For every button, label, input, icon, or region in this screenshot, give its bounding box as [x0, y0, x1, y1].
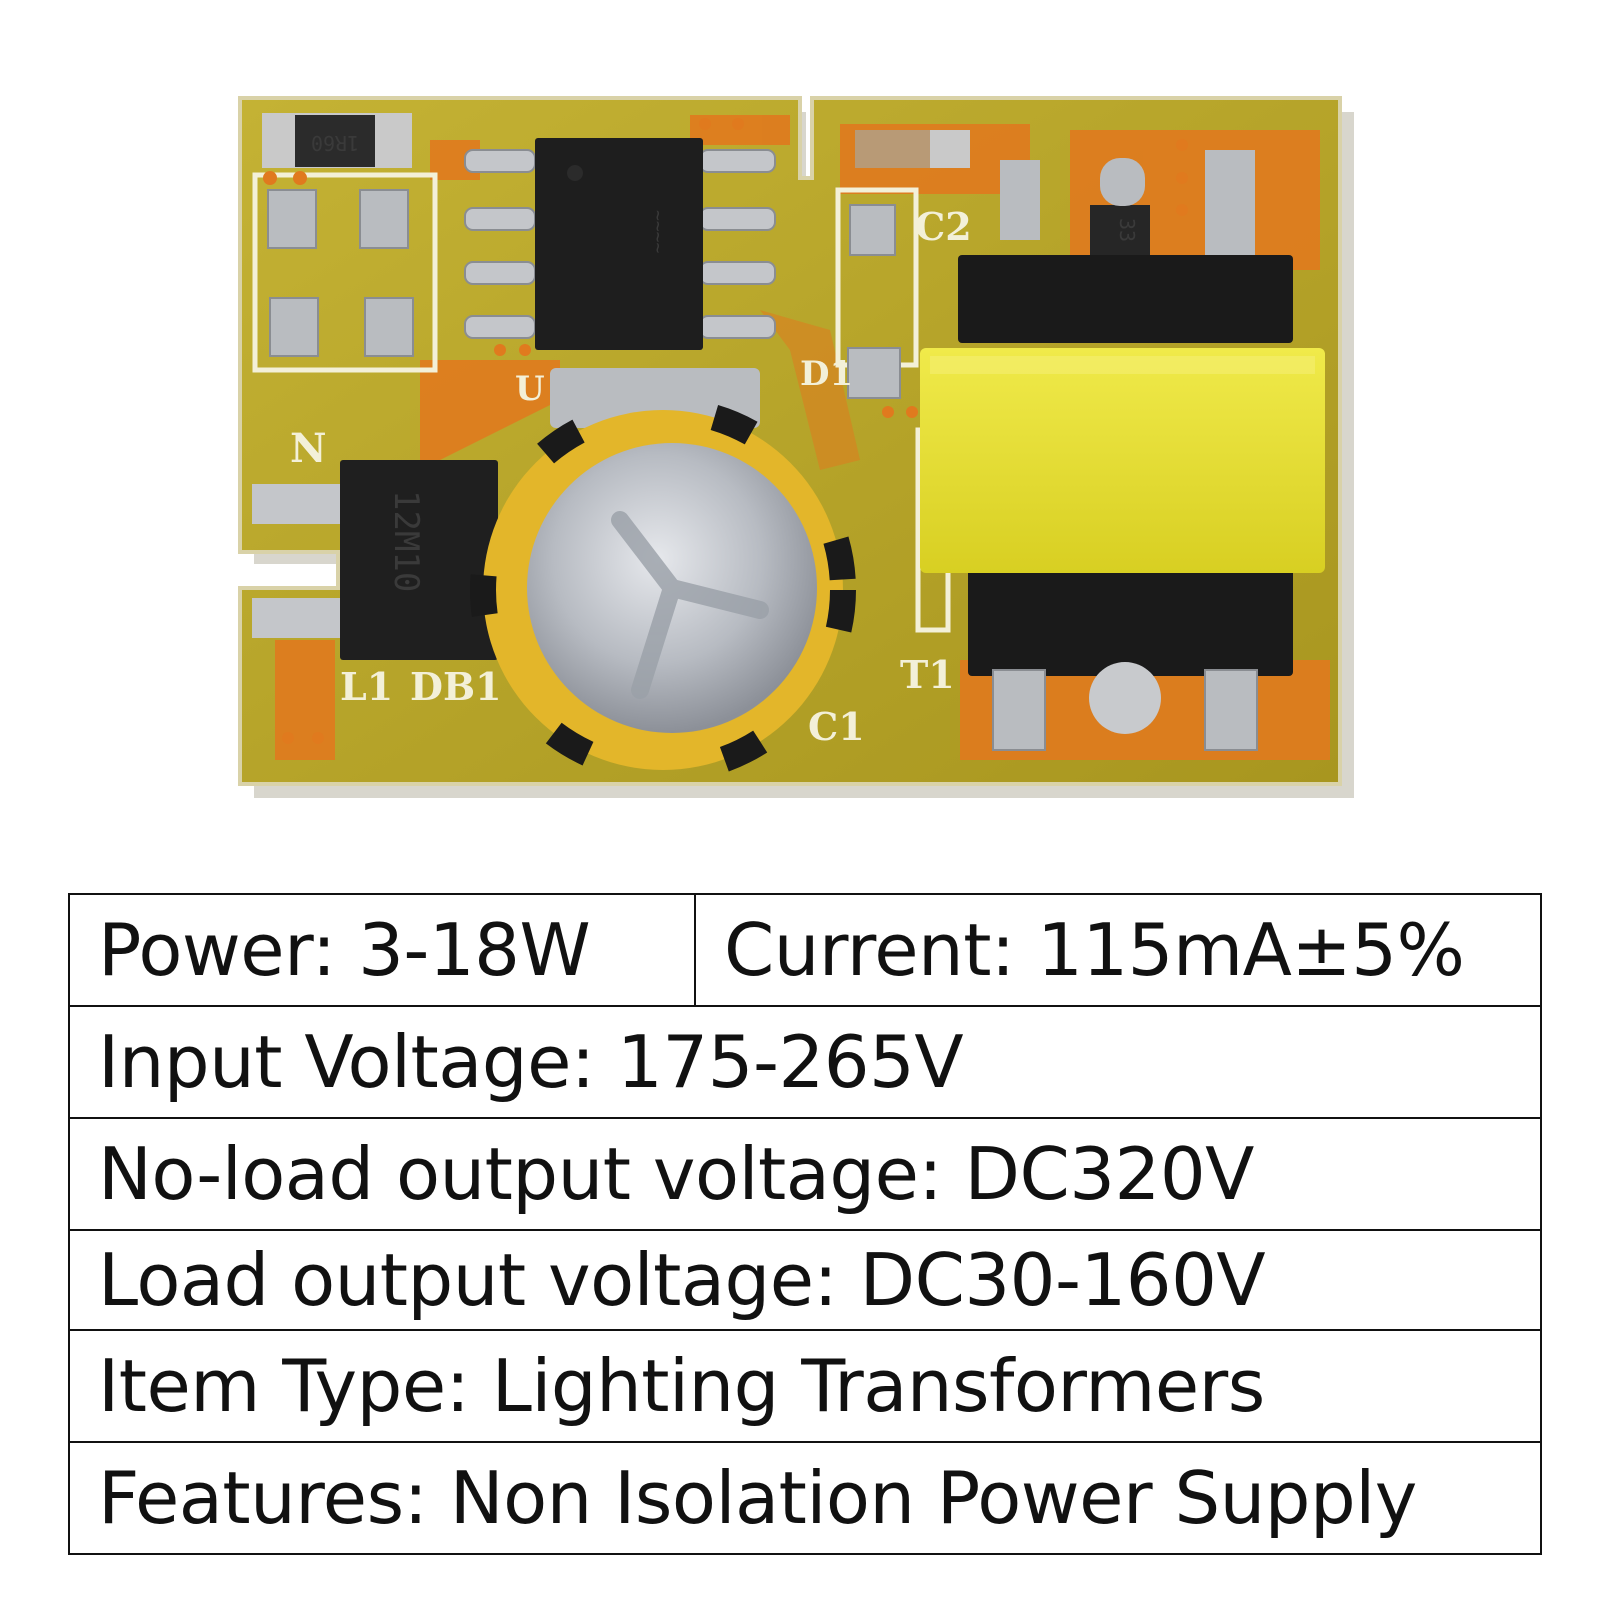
- bridge-marking: 12M10: [386, 490, 426, 592]
- spec-input-voltage: Input Voltage: 175-265V: [68, 1005, 1542, 1119]
- label-c1: C1: [808, 704, 865, 749]
- label-n: N: [290, 425, 327, 472]
- electrolytic-capacitor-c1: [470, 368, 856, 783]
- spec-item-type: Item Type: Lighting Transformers: [68, 1329, 1542, 1443]
- spec-row: Load output voltage: DC30-160V: [68, 1229, 1542, 1331]
- label-c2: C2: [915, 204, 972, 249]
- svg-text:~~~~: ~~~~: [647, 210, 668, 254]
- bridge-rectifier-db1: 12M10: [252, 460, 498, 660]
- pcb-module-photo: 1R60 ~~~~: [238, 96, 1354, 798]
- transformer-t1: [920, 255, 1325, 751]
- spec-current: Current: 115mA±5%: [694, 893, 1542, 1007]
- spec-load-output: Load output voltage: DC30-160V: [68, 1229, 1542, 1331]
- resistor-marking: 1R60: [311, 131, 359, 155]
- label-d1: D1: [800, 354, 853, 394]
- spec-row: No-load output voltage: DC320V: [68, 1117, 1542, 1231]
- label-t1: T1: [900, 652, 955, 697]
- label-u: U: [515, 369, 545, 409]
- spec-power: Power: 3-18W: [68, 893, 696, 1007]
- smd-pads: [267, 189, 901, 399]
- spec-row: Input Voltage: 175-265V: [68, 1005, 1542, 1119]
- spec-row: Item Type: Lighting Transformers: [68, 1329, 1542, 1443]
- spec-row: Features: Non Isolation Power Supply: [68, 1441, 1542, 1555]
- capacitor-c2-smd: [855, 130, 970, 168]
- spec-table: Power: 3-18W Current: 115mA±5% Input Vol…: [68, 893, 1542, 1555]
- resistor-1r60: 1R60: [262, 113, 412, 168]
- diode-marking: 33: [1115, 218, 1139, 242]
- ic-chip: ~~~~: [464, 138, 776, 350]
- silkscreen-labels: N L1 DB1 C1 C2 D1 T1 U: [290, 204, 972, 749]
- spec-no-load-output: No-load output voltage: DC320V: [68, 1117, 1542, 1231]
- spec-row: Power: 3-18W Current: 115mA±5%: [68, 893, 1542, 1007]
- spec-features: Features: Non Isolation Power Supply: [68, 1441, 1542, 1555]
- label-db1: DB1: [410, 664, 502, 709]
- label-l1: L1: [340, 664, 393, 709]
